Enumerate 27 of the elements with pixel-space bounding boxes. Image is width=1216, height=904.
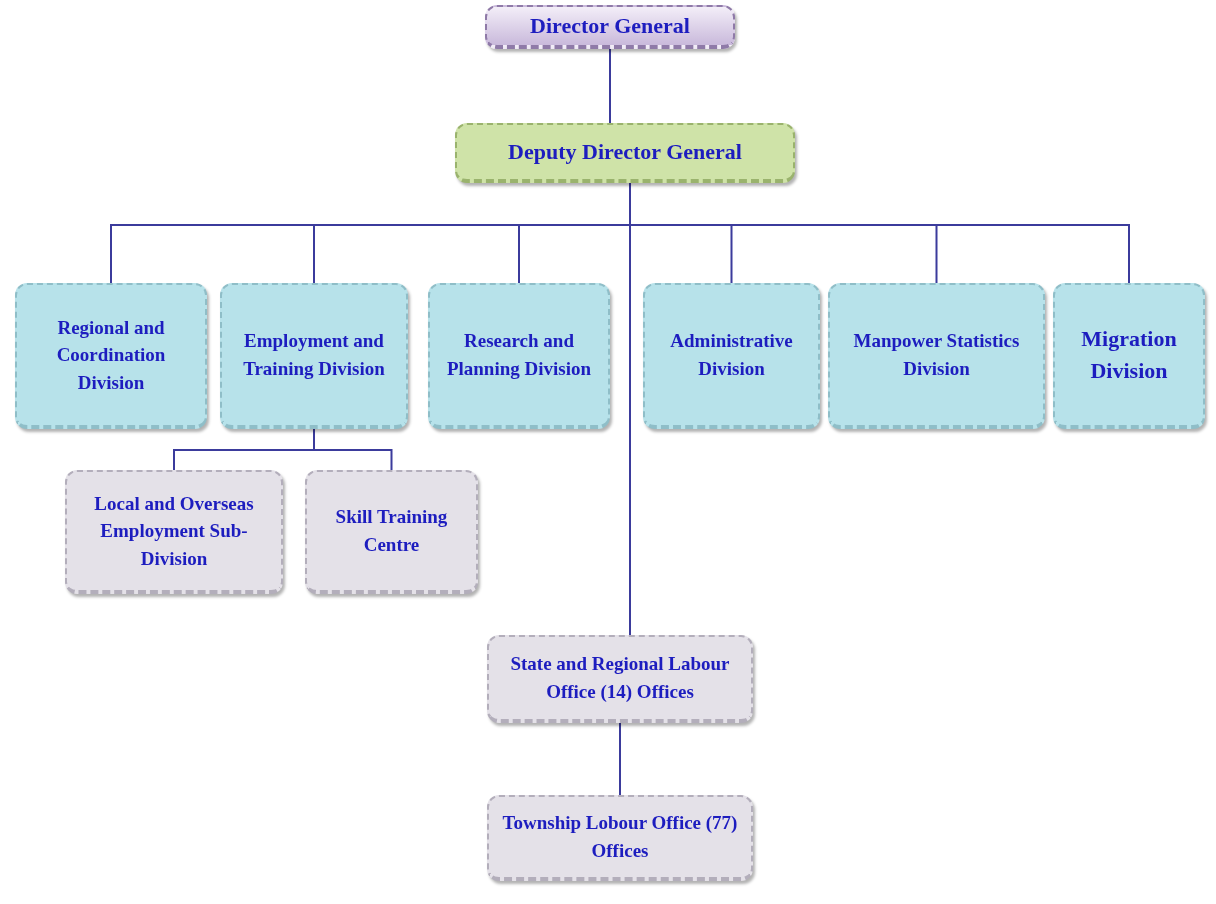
box-label: Director General bbox=[530, 12, 690, 41]
org-box bbox=[828, 283, 1045, 429]
connector-line bbox=[313, 428, 393, 471]
box-label: Research and Planning Division bbox=[445, 329, 593, 381]
box-label: Regional and Coordination Division bbox=[55, 315, 167, 395]
box-label: State and Regional Labour Office (14) Offices bbox=[509, 652, 731, 704]
org-box bbox=[65, 470, 283, 594]
org-box bbox=[428, 283, 610, 429]
org-box bbox=[487, 795, 753, 881]
box-label: Township Lobour Office (77) Offices bbox=[501, 811, 739, 863]
org-box bbox=[455, 123, 795, 183]
org-box bbox=[305, 470, 478, 594]
box-label: Manpower Statistics Division bbox=[852, 329, 1021, 381]
org-box bbox=[15, 283, 207, 429]
org-box bbox=[485, 5, 735, 49]
box-label: Employment and Training Division bbox=[242, 329, 386, 381]
org-box bbox=[220, 283, 408, 429]
box-label: Administrative Division bbox=[669, 329, 794, 381]
org-box bbox=[643, 283, 820, 429]
connector-line bbox=[609, 48, 611, 124]
org-box bbox=[1053, 283, 1205, 429]
connector-line bbox=[619, 722, 621, 796]
box-label: Skill Training Centre bbox=[334, 505, 449, 557]
box-label: Migration Division bbox=[1080, 325, 1178, 385]
org-box bbox=[487, 635, 753, 723]
box-label: Local and Overseas Employment Sub-Division bbox=[93, 491, 255, 571]
box-label: Deputy Director General bbox=[508, 138, 742, 167]
